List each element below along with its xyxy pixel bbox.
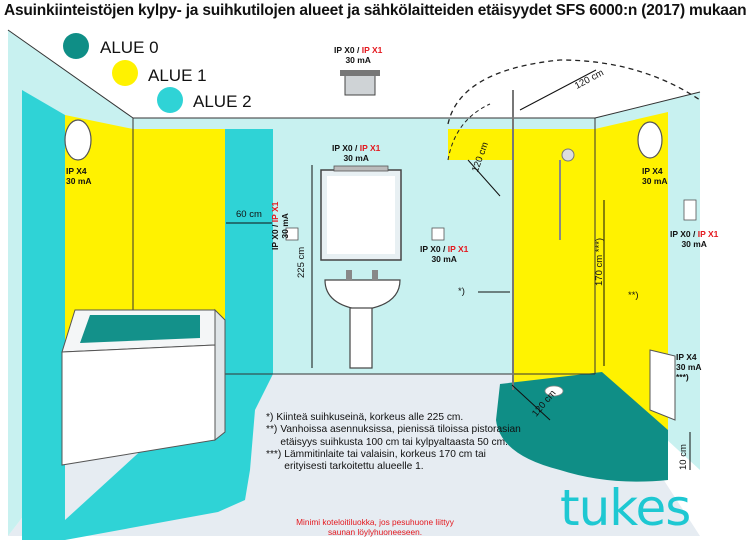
note-text: Vanhoissa asennuksissa, pienissä tiloiss… [280,424,521,448]
right-wall-lamp [637,121,663,159]
mid-socket [431,227,445,241]
rating-ip: IP X0 [270,229,280,250]
right-socket-rating: IP X0 / IP X1 30 mA [670,229,718,249]
drain [544,385,564,397]
rating-ma: 30 mA [642,176,668,186]
mid-socket-rating: IP X0 / IP X1 30 mA [420,244,468,264]
rating-ip-red: IP X1 [359,143,381,153]
faucet-2 [372,270,378,280]
rating-sep: / [693,229,696,239]
left-socket [285,227,299,241]
note-text: Lämmitinlaite tai valaisin, korkeus 170 … [284,448,486,473]
rating-ip-red: IP X1 [270,201,280,223]
rating-sep: / [270,224,280,227]
rating-ma: 30 mA [343,153,369,163]
zone0-shower-floor [496,372,668,482]
dimension-170cm: 170 cm ***) [594,238,605,286]
rating-ip: IP X4 [642,166,663,176]
rating-ip: IP X0 [670,229,691,239]
note-2: **)Vanhoissa asennuksissa, pienissä tilo… [266,424,526,449]
faucet [346,270,352,280]
diagram-stage: Asuinkiinteistöjen kylpy- ja suihkutiloj… [4,2,746,540]
note-mark: ***) [266,448,282,460]
rating-ma: 30 mA [66,176,92,186]
page-title: Asuinkiinteistöjen kylpy- ja suihkutiloj… [4,2,746,19]
rating-ip: IP X0 [332,143,353,153]
rating-ma: 30 mA [681,239,707,249]
legend-label-zone2: ALUE 2 [193,92,252,111]
left-lamp-rating: IP X4 30 mA [66,166,92,186]
rating-sep: / [355,143,358,153]
legend-dot-zone0 [63,33,89,59]
dimension-170cm-mark: ***) [594,237,605,253]
right-socket [683,199,697,221]
legend-label-zone1: ALUE 1 [148,66,207,85]
legend-label-zone0: ALUE 0 [100,38,159,57]
mirror-light-rating: IP X0 / IP X1 30 mA [332,143,380,163]
footnote: Minimi koteloitiluokka, jos pesuhuone li… [296,517,454,537]
zone2-left-wall [22,90,65,540]
rating-sep: / [443,244,446,254]
rating-ip: IP X0 [334,45,355,55]
zone2-back-stripe [225,129,273,374]
rating-ma: 30 mA [431,254,457,264]
rating-ip: IP X0 [420,244,441,254]
notes-list: *)Kiinteä suihkuseinä, korkeus alle 225 … [266,412,526,473]
rating-ip: IP X4 [66,166,87,176]
sink-pedestal [349,307,373,369]
shower-ceiling-arc [447,59,701,125]
left-socket-rating: IP X0 / IP X1 30 mA [270,202,290,250]
shower-arc-inner [447,103,491,161]
heater [649,349,676,421]
rating-ip-red: IP X1 [447,244,469,254]
note-text: Kiinteä suihkuseinä, korkeus alle 225 cm… [276,412,464,423]
marker-star1: *) [458,286,465,297]
legend-dot-zone2 [157,87,183,113]
rating-ip-red: IP X1 [361,45,383,55]
rating-mark: ***) [676,372,689,382]
ceiling-light-rating: IP X0 / IP X1 30 mA [334,45,382,65]
rating-sep: / [357,45,360,55]
bathtub-water [80,315,200,343]
mirror-glass [327,176,395,254]
right-lamp-rating: IP X4 30 mA [642,166,668,186]
note-3: ***)Lämmitinlaite tai valaisin, korkeus … [266,449,526,474]
left-wall-lamp [64,119,92,161]
ceiling-light-base [340,70,380,76]
shower-head [561,148,575,162]
dimension-170cm-value: 170 cm [594,254,605,286]
bathroom-diagram [7,29,701,540]
tukes-logo: tukes [560,479,691,537]
rating-ma: 30 mA [676,362,702,372]
note-mark: **) [266,424,278,436]
ceiling-light [344,74,376,96]
dimension-10cm: 10 cm [678,444,689,470]
note-1: *)Kiinteä suihkuseinä, korkeus alle 225 … [266,412,526,424]
mirror-light [333,165,389,172]
legend-dot-zone1 [112,60,138,86]
zone1-shower-glass [513,129,600,390]
heater-rating: IP X4 30 mA ***) [676,352,702,382]
rating-ip-red: IP X1 [697,229,719,239]
dimension-60cm: 60 cm [236,209,262,220]
bathtub-side [214,308,226,442]
dimension-225cm: 225 cm [296,246,307,278]
rating-ma: 30 mA [345,55,371,65]
marker-star2: **) [628,290,639,301]
rating-ip: IP X4 [676,352,697,362]
note-mark: *) [266,412,274,423]
rating-ma: 30 mA [280,213,290,239]
